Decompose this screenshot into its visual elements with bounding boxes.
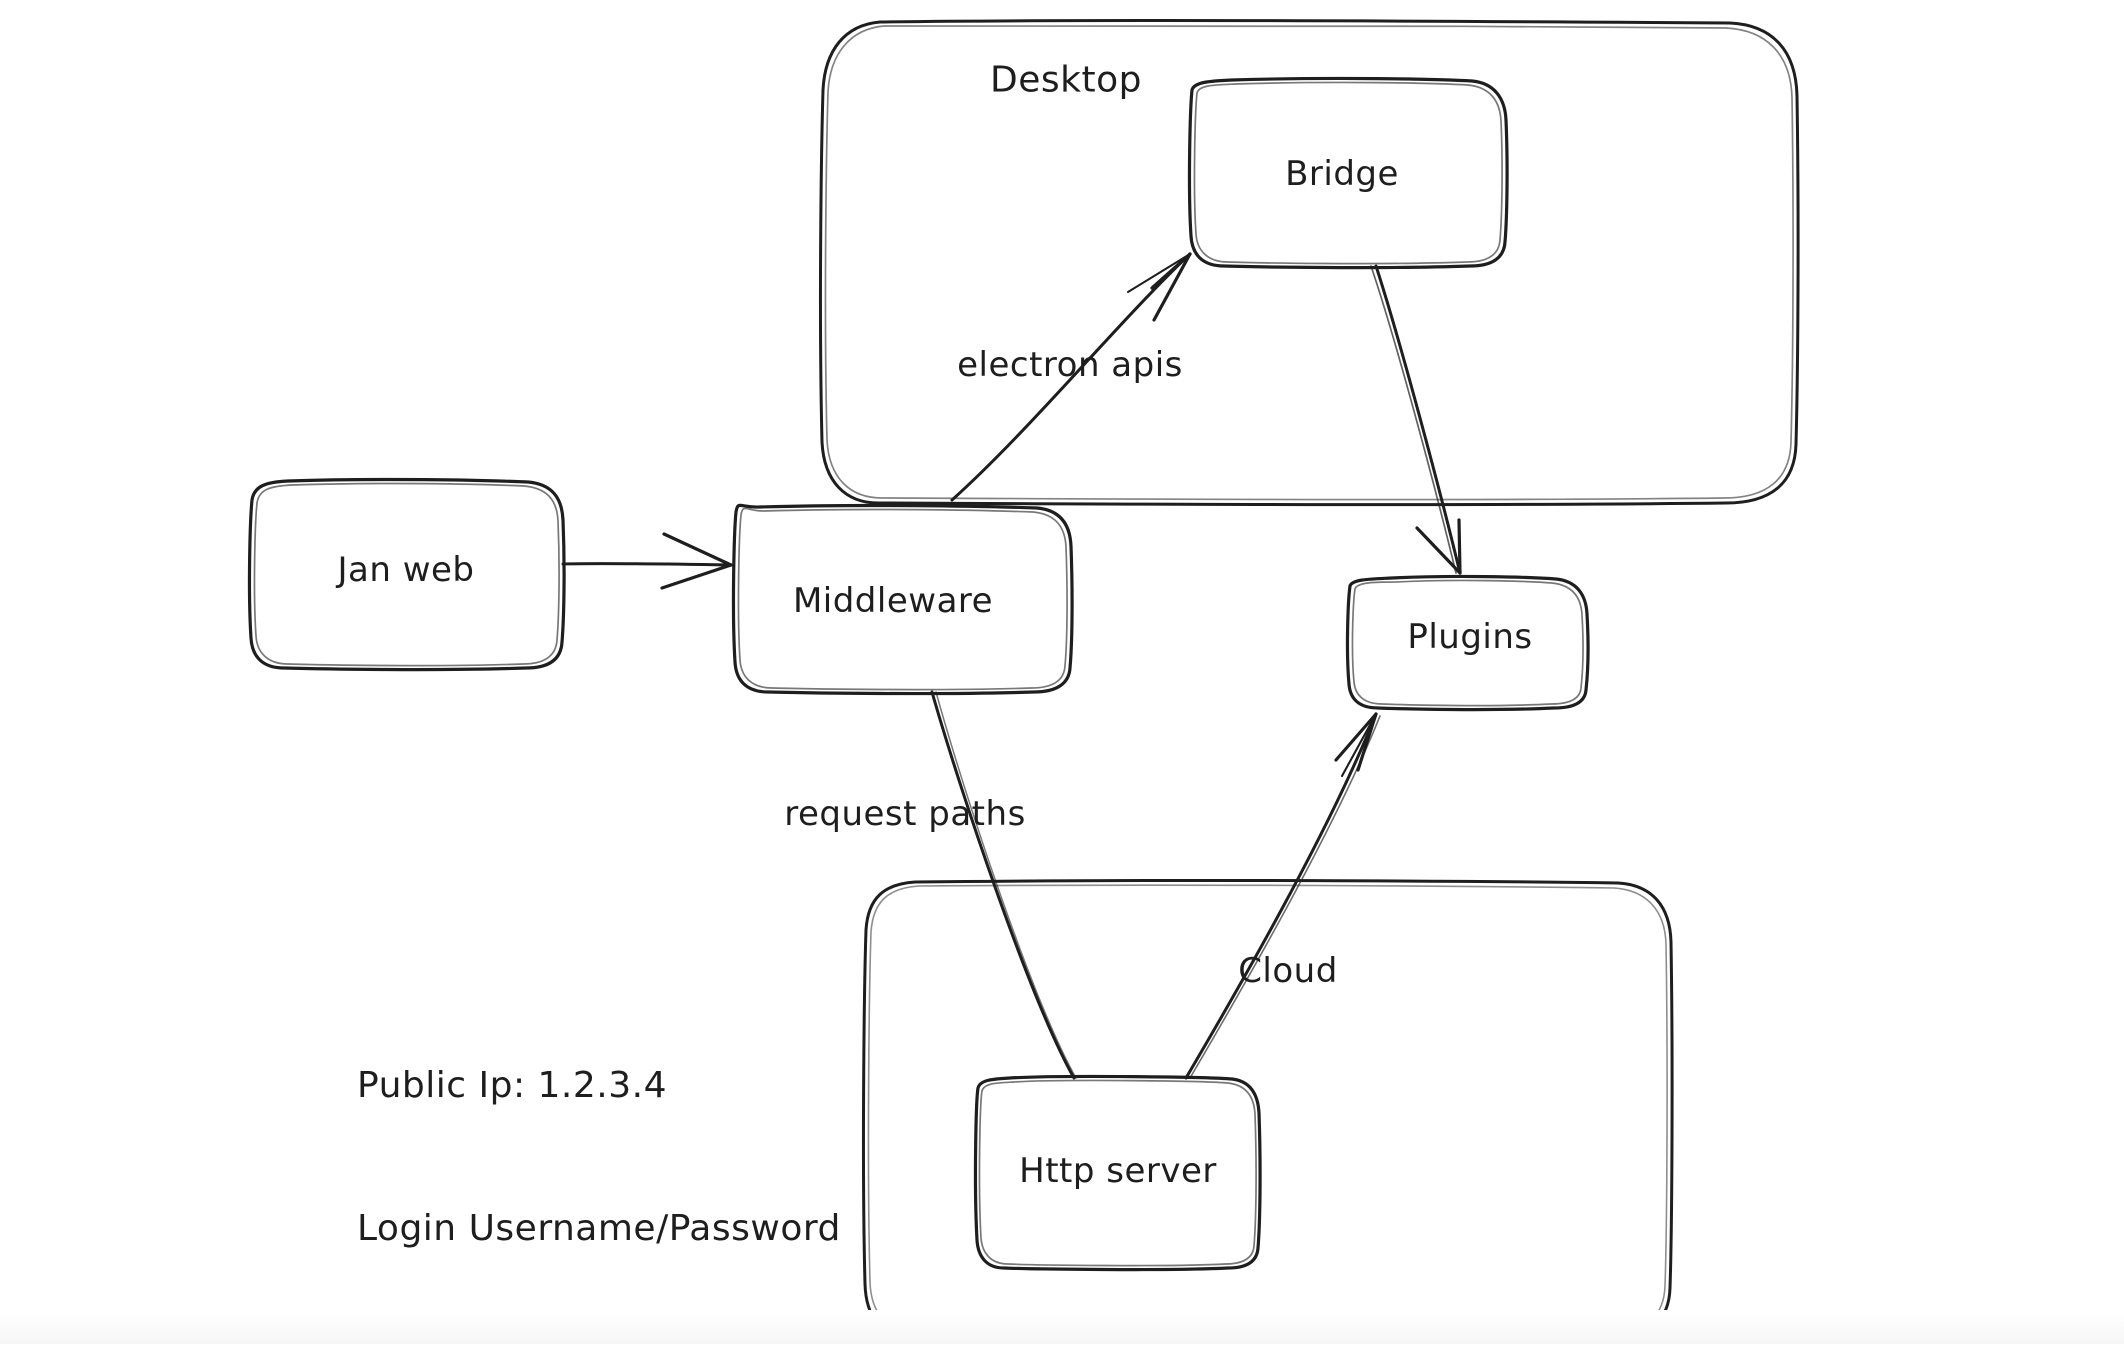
edge-http-to-plugins — [1184, 712, 1381, 1080]
node-label-middleware[interactable]: Middleware — [792, 581, 994, 621]
edge-label-request-paths: request paths — [784, 794, 1026, 834]
edge-label-cloud: Cloud — [1238, 951, 1338, 991]
edge-middleware-to-http — [930, 690, 1077, 1080]
edge-bridge-to-plugins — [1370, 264, 1462, 575]
group-title-desktop: Desktop — [990, 59, 1142, 101]
note-public-ip-credentials: Public Ip: 1.2.3.4 Login Username/Passwo… — [357, 967, 841, 1347]
node-plugins-outline — [1345, 574, 1590, 712]
note-line-public-ip: Public Ip: 1.2.3.4 — [357, 1065, 667, 1107]
node-label-jan-web[interactable]: Jan web — [337, 550, 475, 590]
edge-label-electron-apis: electron apis — [957, 345, 1183, 385]
node-label-bridge[interactable]: Bridge — [1285, 154, 1399, 194]
edge-middleware-to-bridge — [950, 252, 1192, 502]
node-jan-web-outline — [247, 477, 566, 672]
edge-janweb-to-middleware — [561, 532, 733, 590]
node-http-server-outline — [973, 1074, 1262, 1272]
group-cloud-outline — [861, 878, 1674, 1341]
node-bridge-outline — [1187, 76, 1509, 270]
note-line-login: Login Username/Password — [357, 1207, 841, 1249]
node-middleware-outline — [731, 503, 1074, 696]
node-label-plugins[interactable]: Plugins — [1407, 617, 1533, 657]
node-label-http-server[interactable]: Http server — [1019, 1151, 1217, 1191]
group-desktop-outline — [818, 18, 1800, 507]
